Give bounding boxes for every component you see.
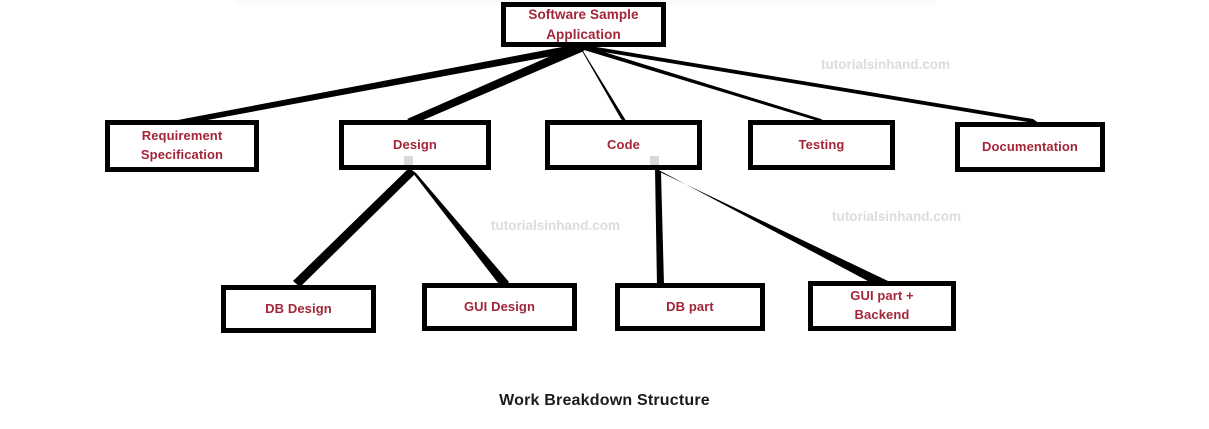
node-design-label: Design [393,136,437,152]
node-documentation-label: Documentation [982,138,1078,154]
node-documentation[interactable]: Documentation [955,122,1105,172]
design-resize-handle[interactable] [404,156,413,165]
node-db-design-label: DB Design [265,300,332,316]
node-gui-part-backend-label: GUI part + Backend [850,288,914,322]
watermark-top-right: tutorialsinhand.com [821,57,951,72]
node-db-design[interactable]: DB Design [221,285,376,333]
node-gui-design[interactable]: GUI Design [422,283,577,331]
watermark-middle-right: tutorialsinhand.com [832,209,962,224]
node-requirement-specification[interactable]: Requirement Specification [105,120,259,172]
node-code[interactable]: Code [545,120,702,170]
node-root[interactable]: Software Sample Application [501,2,666,47]
node-db-part[interactable]: DB part [615,283,765,331]
code-resize-handle[interactable] [650,156,659,165]
node-testing[interactable]: Testing [748,120,895,170]
watermark-middle-left: tutorialsinhand.com [491,218,621,233]
node-code-label: Code [607,136,640,152]
node-db-part-label: DB part [666,298,714,314]
node-root-label: Software Sample Application [528,6,639,42]
node-gui-part-backend[interactable]: GUI part + Backend [808,281,956,331]
node-testing-label: Testing [798,136,845,152]
node-gui-design-label: GUI Design [463,298,536,314]
diagram-caption: Work Breakdown Structure [499,392,710,409]
node-requirement-specification-label: Requirement Specification [140,128,224,162]
node-design[interactable]: Design [339,120,491,170]
